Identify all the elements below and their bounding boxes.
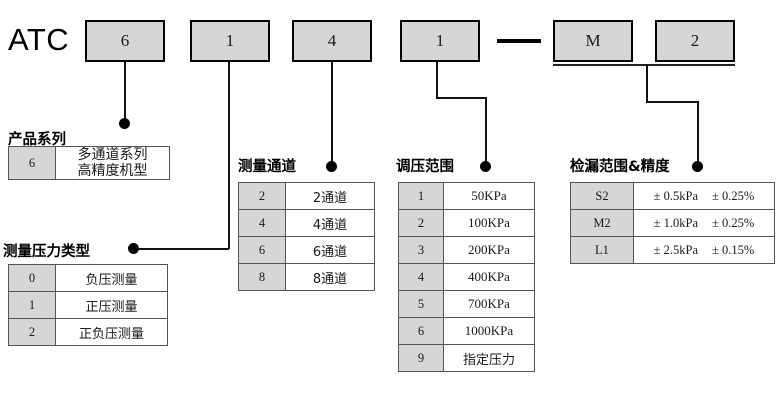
cell-value: 6通道 [285, 236, 375, 264]
table-row[interactable]: 6 1000KPa [398, 317, 535, 345]
connector-dot-pressure-range [480, 161, 491, 172]
heading-pressure-type: 测量压力类型 [3, 244, 90, 260]
cell-value: ± 1.0kPa ± 0.25% [633, 209, 775, 237]
cell-code: 6 [398, 317, 444, 345]
connector-dot-series [119, 118, 130, 129]
heading-pressure-range: 调压范围 [396, 159, 454, 175]
code-box-pressure-range[interactable]: 1 [400, 20, 480, 62]
connector-pressure-range-lower [485, 97, 487, 167]
cell-value: 正负压测量 [55, 318, 168, 346]
cell-value: ± 2.5kPa ± 0.15% [633, 236, 775, 264]
heading-leak-range-accuracy: 检漏范围&精度 [570, 159, 670, 175]
cell-code: 9 [398, 344, 444, 372]
table-row[interactable]: 2 正负压测量 [8, 318, 168, 346]
cell-value: 8通道 [285, 263, 375, 291]
cell-value: 50KPa [443, 182, 535, 210]
table-pressure-type: 0 负压测量 1 正压测量 2 正负压测量 [8, 264, 168, 346]
cell-value: 100KPa [443, 209, 535, 237]
connector-dot-pressure-type [128, 243, 139, 254]
table-row[interactable]: 8 8通道 [238, 263, 375, 291]
cell-accuracy: ± 0.15% [712, 242, 755, 257]
table-row[interactable]: 6 6通道 [238, 236, 375, 264]
connector-pressure-type-vertical [228, 62, 230, 249]
table-row[interactable]: 6 多通道系列 高精度机型 [8, 145, 170, 181]
connector-pressure-range-horizontal [436, 97, 486, 99]
connector-series [124, 62, 126, 122]
cell-code: 2 [8, 318, 56, 346]
cell-accuracy: ± 0.25% [712, 215, 755, 230]
cell-code: L1 [570, 236, 634, 264]
code-box-channels[interactable]: 4 [292, 20, 372, 62]
cell-value: 1000KPa [443, 317, 535, 345]
connector-pressure-type-horizontal [133, 248, 229, 250]
table-row[interactable]: S2 ± 0.5kPa ± 0.25% [570, 182, 775, 210]
connector-leak-upper [646, 64, 648, 102]
table-row[interactable]: 4 400KPa [398, 263, 535, 291]
code-box-series[interactable]: 6 [85, 20, 165, 62]
heading-product-series: 产品系列 [8, 132, 66, 148]
cell-value: 400KPa [443, 263, 535, 291]
cell-value: 多通道系列 高精度机型 [55, 145, 170, 181]
cell-value: 700KPa [443, 290, 535, 318]
cell-code: 4 [398, 263, 444, 291]
table-row[interactable]: 5 700KPa [398, 290, 535, 318]
cell-code: 5 [398, 290, 444, 318]
table-row[interactable]: 2 100KPa [398, 209, 535, 237]
cell-range: ± 1.0kPa [653, 215, 699, 230]
cell-value: ± 0.5kPa ± 0.25% [633, 182, 775, 210]
table-row[interactable]: 9 指定压力 [398, 344, 535, 372]
brand-label: ATC [8, 22, 70, 57]
cell-value-line1: 多通道系列 [77, 147, 148, 163]
cell-code: S2 [570, 182, 634, 210]
cell-value: 200KPa [443, 236, 535, 264]
cell-code: 6 [8, 145, 56, 181]
code-box-pressure-type[interactable]: 1 [190, 20, 270, 62]
cell-code: 1 [8, 291, 56, 319]
connector-dot-leak [692, 161, 703, 172]
cell-value: 负压测量 [55, 264, 168, 292]
table-row[interactable]: 1 50KPa [398, 182, 535, 210]
cell-value: 2通道 [285, 182, 375, 210]
table-row[interactable]: 4 4通道 [238, 209, 375, 237]
connector-leak-bracket [553, 64, 735, 66]
cell-value-line2: 高精度机型 [77, 163, 148, 180]
table-product-series: 6 多通道系列 高精度机型 [8, 145, 170, 181]
connector-leak-lower [697, 101, 699, 167]
table-row[interactable]: 1 正压测量 [8, 291, 168, 319]
table-row[interactable]: 3 200KPa [398, 236, 535, 264]
cell-code: 4 [238, 209, 286, 237]
connector-leak-horizontal [646, 101, 698, 103]
code-box-leak-digit[interactable]: 2 [655, 20, 735, 62]
table-row[interactable]: M2 ± 1.0kPa ± 0.25% [570, 209, 775, 237]
cell-accuracy: ± 0.25% [712, 188, 755, 203]
cell-code: 1 [398, 182, 444, 210]
table-channels: 2 2通道 4 4通道 6 6通道 8 8通道 [238, 182, 375, 291]
cell-code: 0 [8, 264, 56, 292]
heading-channels: 测量通道 [238, 159, 296, 175]
cell-code: 6 [238, 236, 286, 264]
cell-code: M2 [570, 209, 634, 237]
table-leak-range-accuracy: S2 ± 0.5kPa ± 0.25% M2 ± 1.0kPa ± 0.25% … [570, 182, 775, 264]
table-row[interactable]: L1 ± 2.5kPa ± 0.15% [570, 236, 775, 264]
connector-dot-channels [326, 161, 337, 172]
table-row[interactable]: 0 负压测量 [8, 264, 168, 292]
cell-code: 3 [398, 236, 444, 264]
cell-code: 2 [238, 182, 286, 210]
table-row[interactable]: 2 2通道 [238, 182, 375, 210]
cell-range: ± 0.5kPa [653, 188, 699, 203]
connector-channels [331, 62, 333, 166]
cell-code: 8 [238, 263, 286, 291]
table-pressure-range: 1 50KPa 2 100KPa 3 200KPa 4 400KPa 5 700… [398, 182, 535, 372]
cell-value: 指定压力 [443, 344, 535, 372]
cell-value: 正压测量 [55, 291, 168, 319]
separator-dash [497, 39, 541, 43]
cell-code: 2 [398, 209, 444, 237]
code-box-leak-letter[interactable]: M [553, 20, 633, 62]
cell-value: 4通道 [285, 209, 375, 237]
cell-range: ± 2.5kPa [653, 242, 699, 257]
connector-pressure-range-upper [436, 62, 438, 98]
